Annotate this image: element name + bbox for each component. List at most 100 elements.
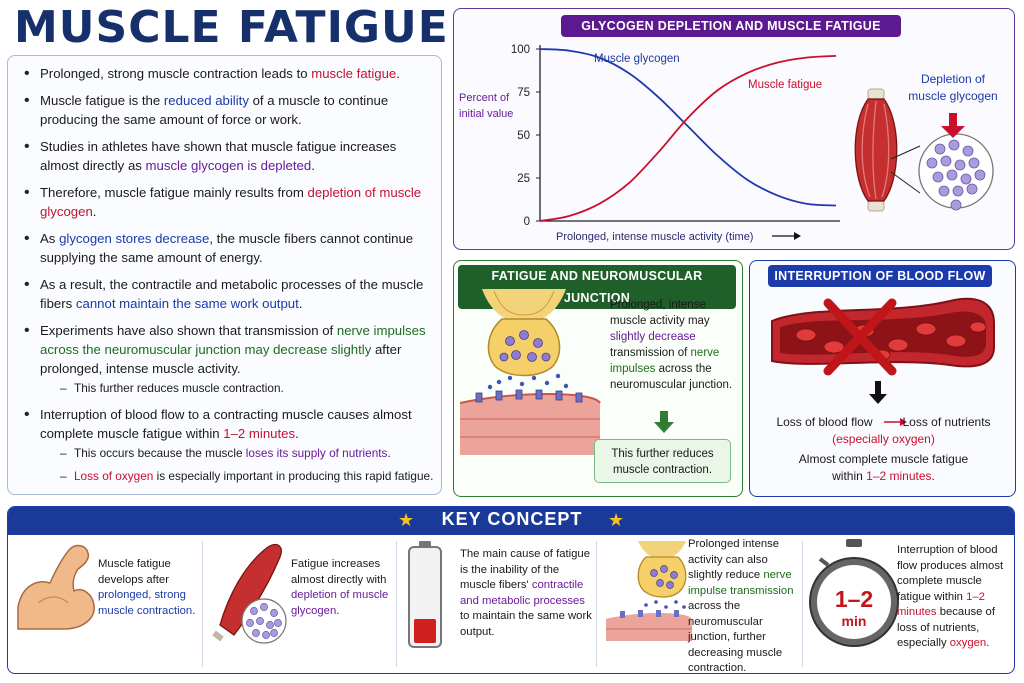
y-tick-label: 50	[517, 130, 530, 142]
key-point-2: Fatigue increases almost directly with d…	[291, 558, 389, 617]
glycogen-granule	[950, 199, 962, 211]
series-label-fatigue: Muscle fatigue	[748, 79, 822, 91]
summary-bullet-5: As glycogen stores decrease, the muscle …	[18, 229, 436, 267]
black-down-arrow-icon	[869, 381, 887, 404]
flexed-arm-icon	[17, 544, 95, 630]
glycogen-granule	[262, 631, 270, 639]
glycogen-granule	[974, 169, 986, 181]
glycogen-granules-icon	[918, 133, 994, 211]
glycogen-granule	[260, 603, 268, 611]
glycogen-granule	[962, 145, 974, 157]
chart-panel: GLYCOGEN DEPLETION AND MUSCLE FATIGUE 0 2…	[453, 8, 1015, 250]
key-point-1: Muscle fatigue develops after prolonged,…	[98, 558, 196, 617]
key-point-3: The main cause of fatigue is the inabili…	[460, 548, 592, 638]
low-battery-icon	[408, 541, 442, 648]
summary-sub-bullet: Loss of oxygen is especially important i…	[40, 468, 436, 485]
series-line-glycogen	[539, 48, 837, 207]
series-line-fatigue	[539, 54, 837, 222]
blood-consequence-line4: within 1–2 minutes.	[832, 469, 935, 483]
summary-sub-bullet: This occurs because the muscle loses its…	[40, 445, 436, 462]
down-arrow-icon	[941, 113, 965, 138]
star-icon: ★	[608, 510, 625, 530]
series-label-glycogen: Muscle glycogen	[594, 53, 680, 65]
blocked-x-icon	[823, 298, 897, 376]
x-axis-label: Prolonged, intense muscle activity (time…	[556, 231, 753, 243]
glycogen-granule	[250, 607, 258, 615]
glycogen-granule	[274, 619, 282, 627]
glycogen-granule	[932, 171, 944, 183]
key-concept-banner	[8, 507, 1014, 535]
blood-vessel-icon	[771, 297, 995, 426]
glycogen-granule	[270, 629, 278, 637]
neuromuscular-junction-icon	[459, 289, 674, 455]
divider	[596, 541, 597, 667]
summary-bullet-6: As a result, the contractile and metabol…	[18, 275, 436, 313]
glycogen-granule	[252, 629, 260, 637]
summary-bullet-2: Muscle fatigue is the reduced ability of…	[18, 91, 436, 129]
summary-bullet-3: Studies in athletes have shown that musc…	[18, 137, 436, 175]
glycogen-granule	[926, 157, 938, 169]
glycogen-granule	[270, 609, 278, 617]
green-down-arrow-icon	[654, 411, 674, 433]
divider	[202, 541, 203, 667]
blood-flow-title: INTERRUPTION OF BLOOD FLOW	[768, 265, 992, 287]
nmj-title: FATIGUE AND NEUROMUSCULAR JUNCTION	[458, 265, 736, 309]
glycogen-granule	[948, 139, 960, 151]
key-concept-panel: KEY CONCEPT ★ ★	[7, 506, 1015, 674]
key-concept-title: KEY CONCEPT	[441, 509, 583, 529]
summary-list: Prolonged, strong muscle contraction lea…	[18, 64, 436, 493]
y-tick-label: 100	[511, 44, 530, 56]
nmj-panel: FATIGUE AND NEUROMUSCULAR JUNCTION Prolo	[453, 260, 743, 497]
y-tick-label: 0	[524, 216, 530, 228]
summary-bullet-4: Therefore, muscle fatigue mainly results…	[18, 183, 436, 221]
nmj-result-box: This further reduces muscle contraction.	[594, 439, 731, 483]
summary-bullet-7: Experiments have also shown that transmi…	[18, 321, 436, 397]
y-axis-label-line1: Percent of	[459, 92, 510, 104]
depletion-label-line1: Depletion of	[921, 72, 986, 86]
blood-consequence-line3: Almost complete muscle fatigue	[798, 452, 969, 466]
y-axis-label-line2: initial value	[459, 108, 513, 120]
key-concept-illustrations: 1–2 min	[17, 539, 899, 648]
glycogen-granule	[952, 185, 964, 197]
chart-axes: 0 25 50 75 100	[511, 44, 840, 228]
timer-unit: min	[842, 613, 867, 629]
page-title: MUSCLE FATIGUE	[14, 2, 449, 53]
summary-bullet-1: Prolonged, strong muscle contraction lea…	[18, 64, 436, 83]
y-tick-label: 25	[517, 173, 530, 185]
small-nmj-icon	[606, 541, 692, 641]
blood-consequence-line2: (especially oxygen)	[832, 432, 935, 446]
glycogen-granule	[938, 185, 950, 197]
glycogen-granule	[954, 159, 966, 171]
nmj-description: Prolonged, intense muscle activity may s…	[610, 299, 733, 391]
chart-title: GLYCOGEN DEPLETION AND MUSCLE FATIGUE	[561, 15, 901, 37]
y-tick-label: 75	[517, 87, 530, 99]
muscle-glycogen-icon	[212, 543, 287, 644]
glycogen-granule	[960, 173, 972, 185]
divider	[396, 541, 397, 667]
divider	[802, 541, 803, 667]
glycogen-granule	[966, 183, 978, 195]
timer-value: 1–2	[835, 586, 873, 612]
summary-bullet-8: Interruption of blood flow to a contract…	[18, 405, 436, 485]
chart-series	[539, 48, 837, 222]
glycogen-granule	[934, 143, 946, 155]
star-icon: ★	[398, 510, 415, 530]
glycogen-granule	[940, 155, 952, 167]
glycogen-granule	[266, 621, 274, 629]
line-chart: 0 25 50 75 100 Percent of initial value Prol…	[459, 44, 998, 243]
glycogen-granule	[246, 619, 254, 627]
x-axis-arrow	[772, 232, 801, 240]
glycogen-granule	[946, 169, 958, 181]
key-point-5: Interruption of blood flow produces almo…	[897, 544, 1004, 649]
glycogen-granule	[256, 617, 264, 625]
summary-panel: Prolonged, strong muscle contraction lea…	[7, 55, 442, 495]
muscle-illustration-icon	[854, 88, 921, 212]
summary-sub-bullet: This further reduces muscle contraction.	[40, 380, 436, 397]
key-point-4: Prolonged intense activity can also slig…	[688, 538, 794, 674]
glycogen-granule	[968, 157, 980, 169]
stopwatch-icon: 1–2 min	[809, 539, 899, 647]
red-right-arrow-icon	[884, 418, 907, 426]
depletion-label-line2: muscle glycogen	[908, 89, 997, 103]
blood-flow-panel: INTERRUPTION OF BLOOD FLOW Loss of blood…	[749, 260, 1016, 497]
